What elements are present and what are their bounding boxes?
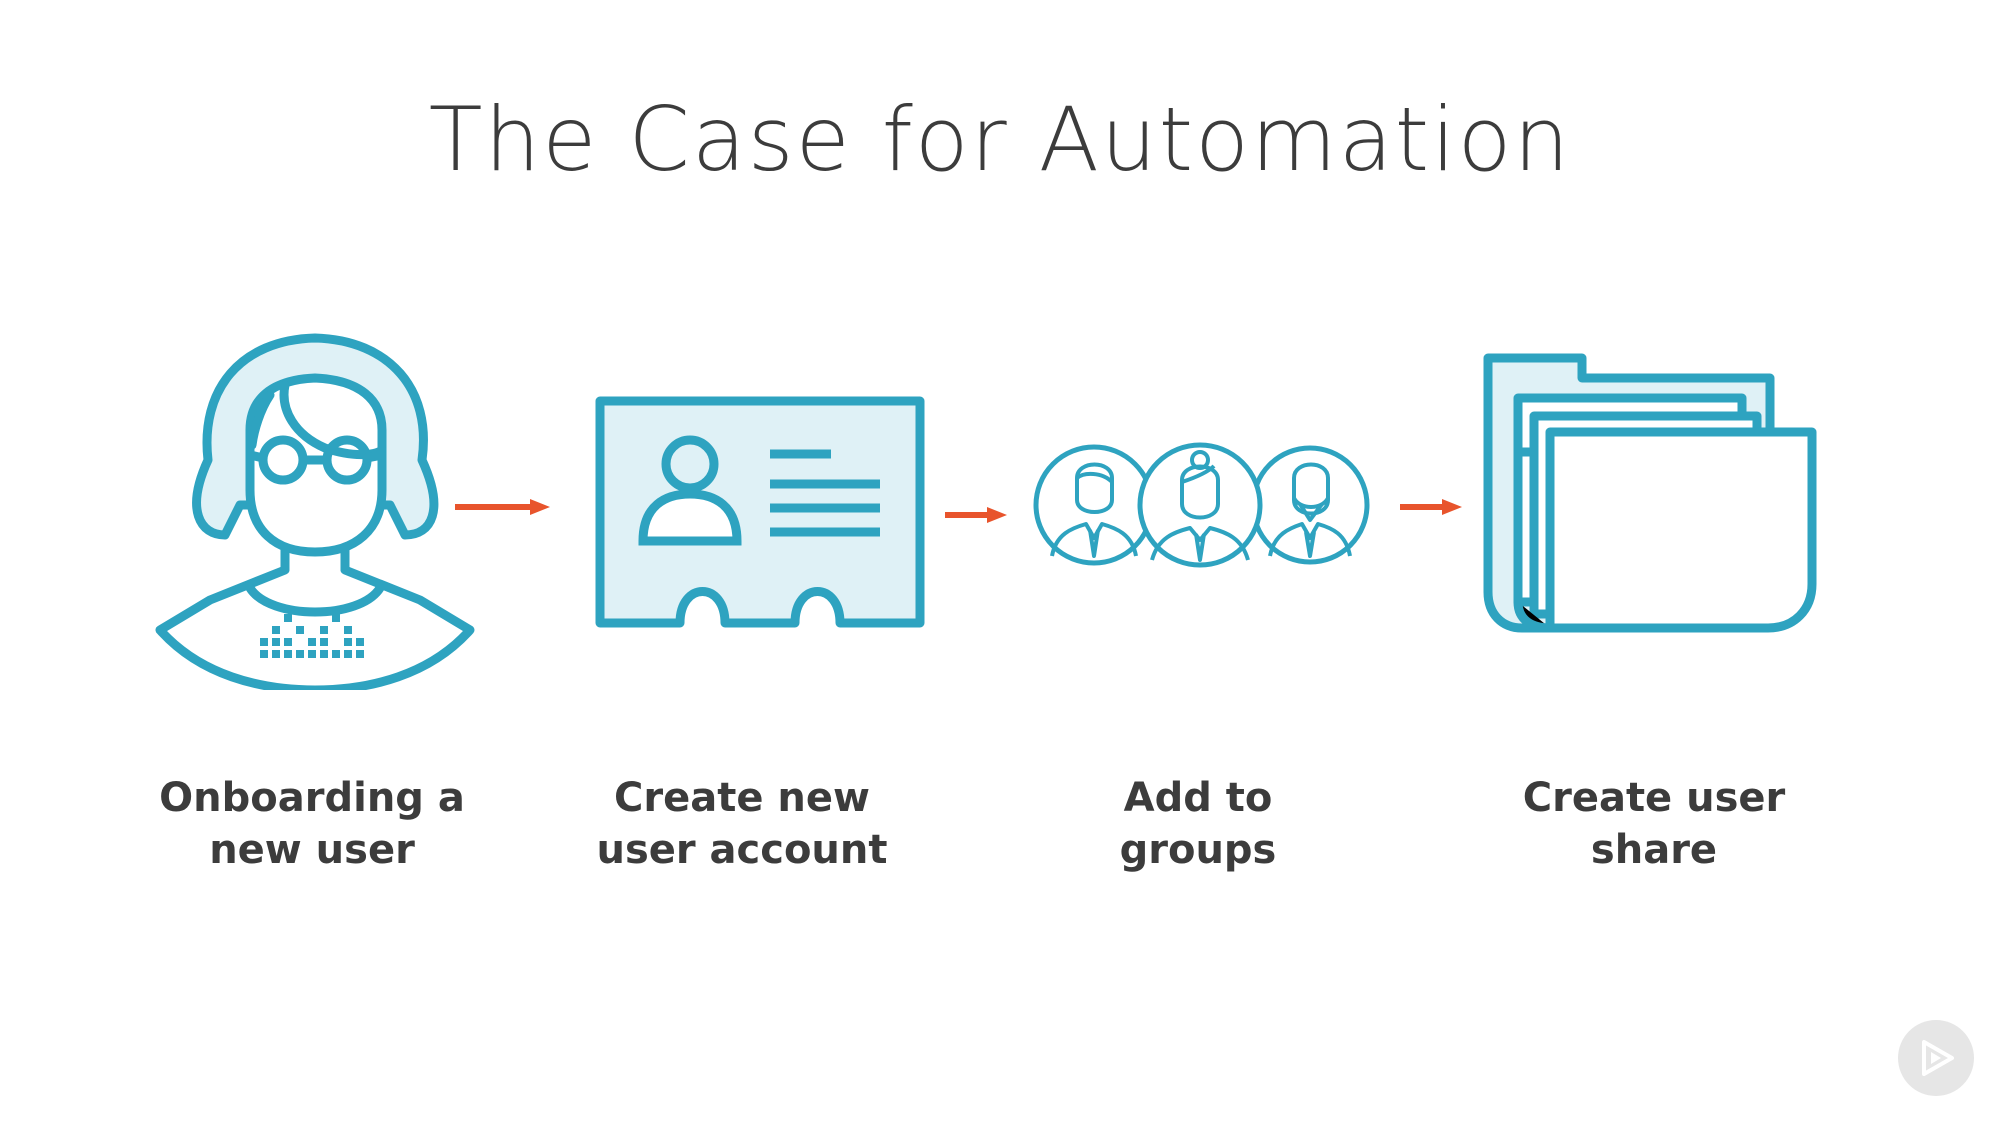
slide-title: The Case for Automation	[428, 88, 1572, 191]
folders-icon	[1483, 353, 1817, 633]
person-with-glasses-icon	[155, 333, 475, 690]
step-label-create-account: Create new user account	[532, 772, 952, 876]
step-label-create-share: Create user share	[1444, 772, 1864, 876]
arrow-right-icon	[1400, 499, 1462, 515]
arrow-right-icon	[945, 507, 1007, 523]
step-label-onboarding: Onboarding a new user	[102, 772, 522, 876]
label-line: new user	[209, 827, 415, 873]
label-line: groups	[1119, 827, 1277, 873]
arrow-right-icon	[455, 499, 550, 515]
label-line: Onboarding a	[159, 775, 465, 821]
group-people-icon	[1033, 442, 1370, 568]
step-label-add-groups: Add to groups	[988, 772, 1408, 876]
label-line: share	[1590, 827, 1718, 873]
label-line: Create user	[1522, 775, 1786, 821]
label-line: Create new	[614, 775, 870, 821]
label-line: Add to	[1123, 775, 1273, 821]
id-card-icon	[595, 396, 925, 628]
play-logo-icon	[1898, 1020, 1974, 1096]
label-line: user account	[596, 827, 888, 873]
